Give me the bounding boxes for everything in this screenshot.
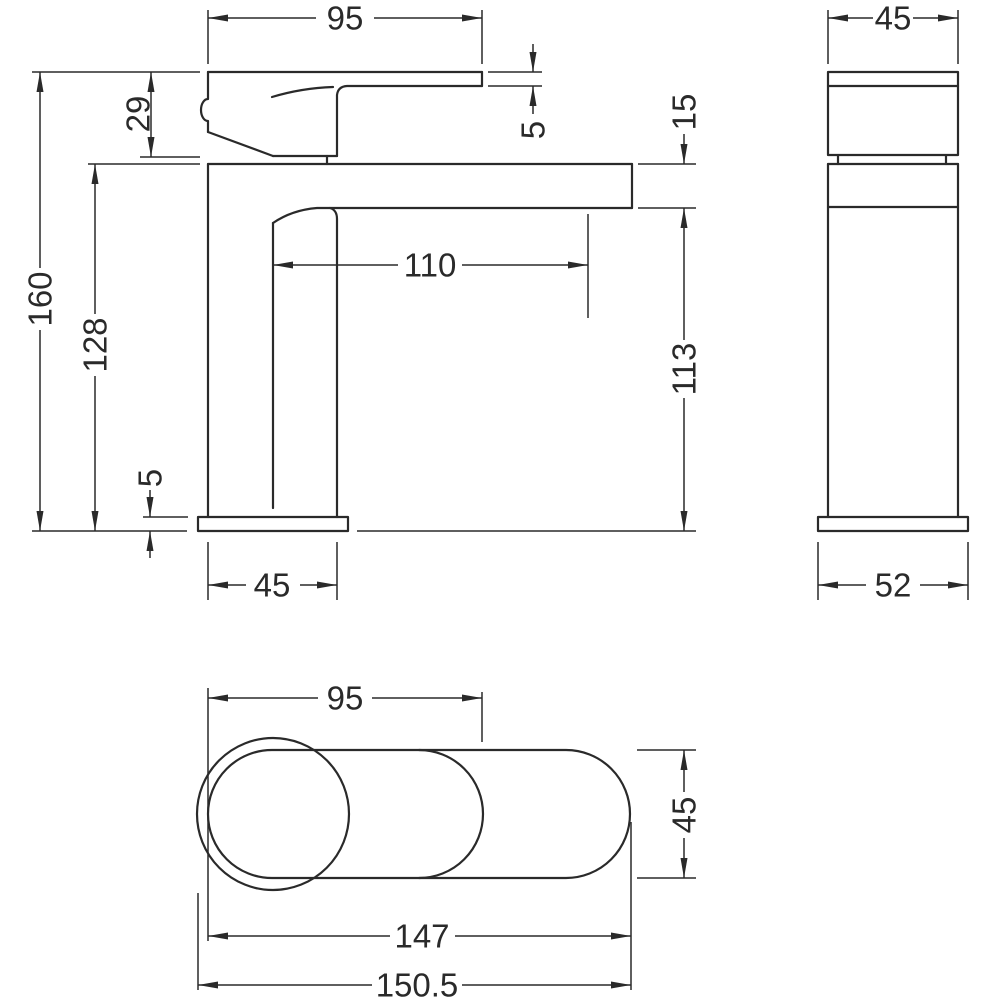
arrowhead	[208, 581, 228, 589]
dim-front-handle-height: 29	[32, 71, 200, 158]
base-plate-front	[196, 515, 350, 533]
dim-front-lever-thickness-label: 5	[515, 121, 552, 139]
body-right-edge	[328, 206, 339, 519]
arrowhead	[146, 497, 154, 517]
arrowhead	[611, 981, 631, 989]
dim-plan-body-length: 147	[207, 688, 632, 990]
arrowhead	[147, 137, 155, 157]
arrowhead	[680, 208, 688, 228]
arrowhead	[36, 511, 44, 531]
dim-front-lever-thickness: 5	[488, 44, 552, 139]
arrowhead	[208, 694, 228, 702]
plan-body-end-arc	[417, 748, 485, 880]
arrowhead	[462, 694, 482, 702]
extension-line	[637, 749, 696, 879]
dim-front-spout-reach: 110	[273, 214, 589, 318]
arrowhead	[611, 932, 631, 940]
dim-plan-handle-body-length-label: 95	[327, 680, 364, 717]
arrowhead	[680, 511, 688, 531]
dim-plan-body-width-label: 45	[666, 797, 703, 834]
extension-line	[207, 688, 632, 990]
arrowhead	[680, 858, 688, 878]
dim-side-base-depth-label: 52	[875, 567, 912, 604]
dim-front-base-thickness: 5	[132, 469, 188, 558]
dim-front-handle-height-label: 29	[120, 96, 157, 133]
dim-front-spout-depth-label: 15	[666, 94, 703, 131]
extension-line	[207, 10, 483, 64]
extension-line	[32, 71, 200, 158]
arrowhead	[680, 144, 688, 164]
side-handle-box	[826, 70, 960, 157]
dim-side-handle-width: 45	[827, 0, 959, 64]
dim-plan-body-width: 45	[637, 749, 703, 879]
handle-left-edge	[199, 70, 210, 134]
extension-line	[488, 71, 542, 87]
arrowhead	[680, 750, 688, 770]
dim-front-body-height: 128	[77, 163, 200, 531]
plan-view	[195, 736, 632, 892]
arrowhead	[91, 164, 99, 184]
arrowhead	[146, 531, 154, 551]
arrowhead	[147, 72, 155, 92]
dim-front-overall-height-label: 160	[22, 271, 59, 326]
extension-line	[207, 542, 338, 600]
dim-front-spout-depth: 15	[638, 94, 703, 209]
dim-front-body-width-label: 45	[254, 567, 291, 604]
dim-front-spout-clearance-label: 113	[666, 343, 703, 396]
dim-side-base-depth: 52	[817, 542, 969, 604]
dim-front-body-width: 45	[207, 542, 338, 604]
arrowhead	[529, 86, 537, 106]
dim-side-handle-width-label: 45	[875, 0, 912, 37]
arrowhead	[568, 261, 588, 269]
arrowhead	[36, 72, 44, 92]
dim-plan-overall-length: 150.5	[197, 893, 631, 1000]
arrowhead	[91, 511, 99, 531]
plan-base-footprint-circle	[195, 736, 351, 892]
arrowhead	[948, 581, 968, 589]
arrowhead	[938, 14, 958, 22]
arrowhead	[529, 52, 537, 72]
arrowhead	[198, 981, 218, 989]
dim-plan-overall-length-label: 150.5	[376, 967, 459, 1000]
lever-bottom-edge	[335, 84, 484, 158]
front-view	[196, 70, 634, 533]
dim-front-base-thickness-label: 5	[132, 469, 169, 487]
handle-chamfer	[206, 130, 275, 158]
spout-bottom-edge	[271, 206, 634, 225]
dim-front-body-height-label: 128	[77, 317, 114, 372]
dim-front-top-width: 95	[207, 0, 483, 64]
arrowhead	[818, 581, 838, 589]
dim-front-overall-height: 160	[22, 72, 187, 532]
arrowhead	[828, 14, 848, 22]
arrowhead	[273, 261, 293, 269]
dim-plan-handle-body-length: 95	[208, 680, 483, 742]
lever-underside-curve	[270, 85, 335, 99]
dim-plan-body-length-label: 147	[394, 918, 449, 955]
dim-front-spout-reach-label: 110	[404, 247, 457, 284]
plan-outer-capsule	[206, 748, 632, 880]
arrowhead	[462, 14, 482, 22]
side-view	[816, 70, 970, 533]
extension-line	[827, 10, 959, 64]
extension-line	[638, 163, 696, 209]
dim-front-spout-clearance: 113	[357, 208, 703, 532]
extension-line	[817, 542, 969, 600]
arrowhead	[208, 932, 228, 940]
base-plate-side	[816, 515, 970, 533]
arrowhead	[317, 581, 337, 589]
arrowhead	[208, 14, 228, 22]
dim-front-top-width-label: 95	[327, 0, 364, 37]
